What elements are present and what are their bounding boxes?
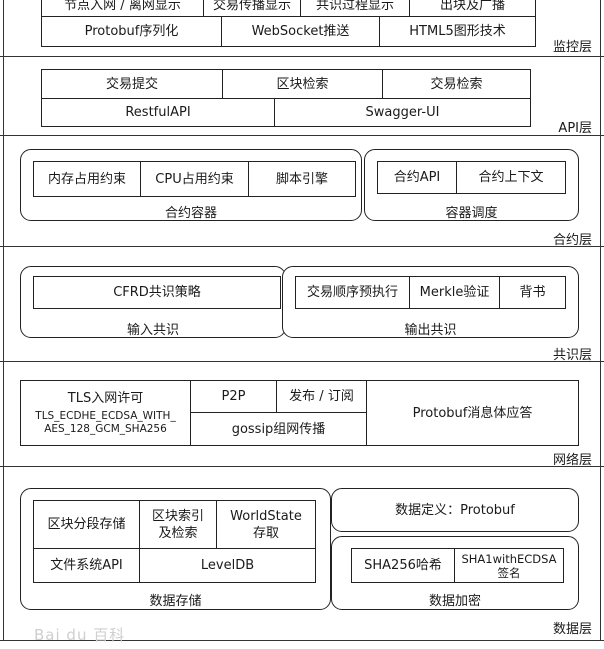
data-block-index-line2: 及检索 xyxy=(158,525,198,541)
network-p2p: P2P xyxy=(190,380,277,413)
contract-layer-label: 合约层 xyxy=(552,233,592,248)
data-sha256: SHA256哈希 xyxy=(351,548,455,583)
data-worldstate-line2: 存取 xyxy=(252,525,279,541)
api-block-search: 区块检索 xyxy=(222,69,383,99)
frame-left xyxy=(3,0,4,640)
consensus-output-label: 输出共识 xyxy=(404,323,457,338)
consensus-merkle: Merkle验证 xyxy=(409,276,500,309)
data-ecdsa: SHA1withECDSA 签名 xyxy=(454,548,564,583)
data-worldstate-line1: WorldState xyxy=(230,508,302,524)
monitor-node-join: 节点入网 / 离网显示 xyxy=(41,0,204,17)
watermark: Bai du 百科 xyxy=(34,626,126,644)
data-filesystem-api: 文件系统API xyxy=(33,548,140,583)
data-crypto-label: 数据加密 xyxy=(428,594,481,609)
contract-cpu-limit: CPU占用约束 xyxy=(140,161,249,197)
monitor-websocket: WebSocket推送 xyxy=(221,16,380,47)
monitor-layer-label: 监控层 xyxy=(552,40,592,55)
frame-right xyxy=(600,0,601,640)
contract-context: 合约上下文 xyxy=(456,161,566,194)
separator-4 xyxy=(0,361,604,362)
api-swagger: Swagger-UI xyxy=(274,98,531,127)
data-storage-label: 数据存储 xyxy=(149,594,202,609)
consensus-layer-label: 共识层 xyxy=(552,348,592,363)
contract-container-label: 合约容器 xyxy=(164,206,217,221)
separator-5 xyxy=(0,466,604,467)
network-gossip: gossip组网传播 xyxy=(190,412,367,446)
contract-schedule-label: 容器调度 xyxy=(445,206,498,221)
consensus-endorse: 背书 xyxy=(499,276,566,309)
monitor-protobuf: Protobuf序列化 xyxy=(41,16,222,47)
separator-3 xyxy=(0,246,604,247)
data-block-segment: 区块分段存储 xyxy=(33,500,140,549)
consensus-input-label: 输入共识 xyxy=(126,323,179,338)
monitor-block-broadcast: 出块及广播 xyxy=(409,0,536,17)
network-tls-title: TLS入网许可 xyxy=(67,391,144,406)
network-protobuf: Protobuf消息体应答 xyxy=(366,380,579,446)
data-block-index-line1: 区块索引 xyxy=(151,508,204,524)
monitor-consensus-process: 共识过程显示 xyxy=(300,0,410,17)
network-tls: TLS入网许可 TLS_ECDHE_ECDSA_WITH_ AES_128_GC… xyxy=(20,380,191,446)
network-layer-label: 网络层 xyxy=(552,453,592,468)
network-tls-detail-2: AES_128_GCM_SHA256 xyxy=(44,423,167,435)
consensus-preexec: 交易顺序预执行 xyxy=(295,276,410,309)
monitor-html5: HTML5图形技术 xyxy=(379,16,536,47)
api-restful: RestfulAPI xyxy=(41,98,275,127)
network-pubsub: 发布 / 订阅 xyxy=(276,380,367,413)
separator-2 xyxy=(0,135,604,136)
consensus-cfrd: CFRD共识策略 xyxy=(33,276,281,309)
api-layer-label: API层 xyxy=(558,121,592,136)
data-worldstate: WorldState 存取 xyxy=(216,500,316,549)
network-tls-detail-1: TLS_ECDHE_ECDSA_WITH_ xyxy=(35,410,176,422)
separator-6 xyxy=(0,640,604,641)
contract-api: 合约API xyxy=(377,161,457,194)
contract-memory-limit: 内存占用约束 xyxy=(33,161,141,197)
data-ecdsa-line2: 签名 xyxy=(497,565,521,580)
separator-1 xyxy=(0,56,604,57)
data-layer-label: 数据层 xyxy=(552,622,592,637)
monitor-tx-propagation: 交易传播显示 xyxy=(203,0,301,17)
data-definition: 数据定义：Protobuf xyxy=(331,488,579,532)
data-leveldb: LevelDB xyxy=(139,548,316,583)
api-tx-search: 交易检索 xyxy=(382,69,531,99)
contract-script-engine: 脚本引擎 xyxy=(248,161,356,197)
data-ecdsa-line1: SHA1withECDSA xyxy=(461,551,557,566)
data-block-index: 区块索引 及检索 xyxy=(139,500,217,549)
api-tx-submit: 交易提交 xyxy=(41,69,223,99)
